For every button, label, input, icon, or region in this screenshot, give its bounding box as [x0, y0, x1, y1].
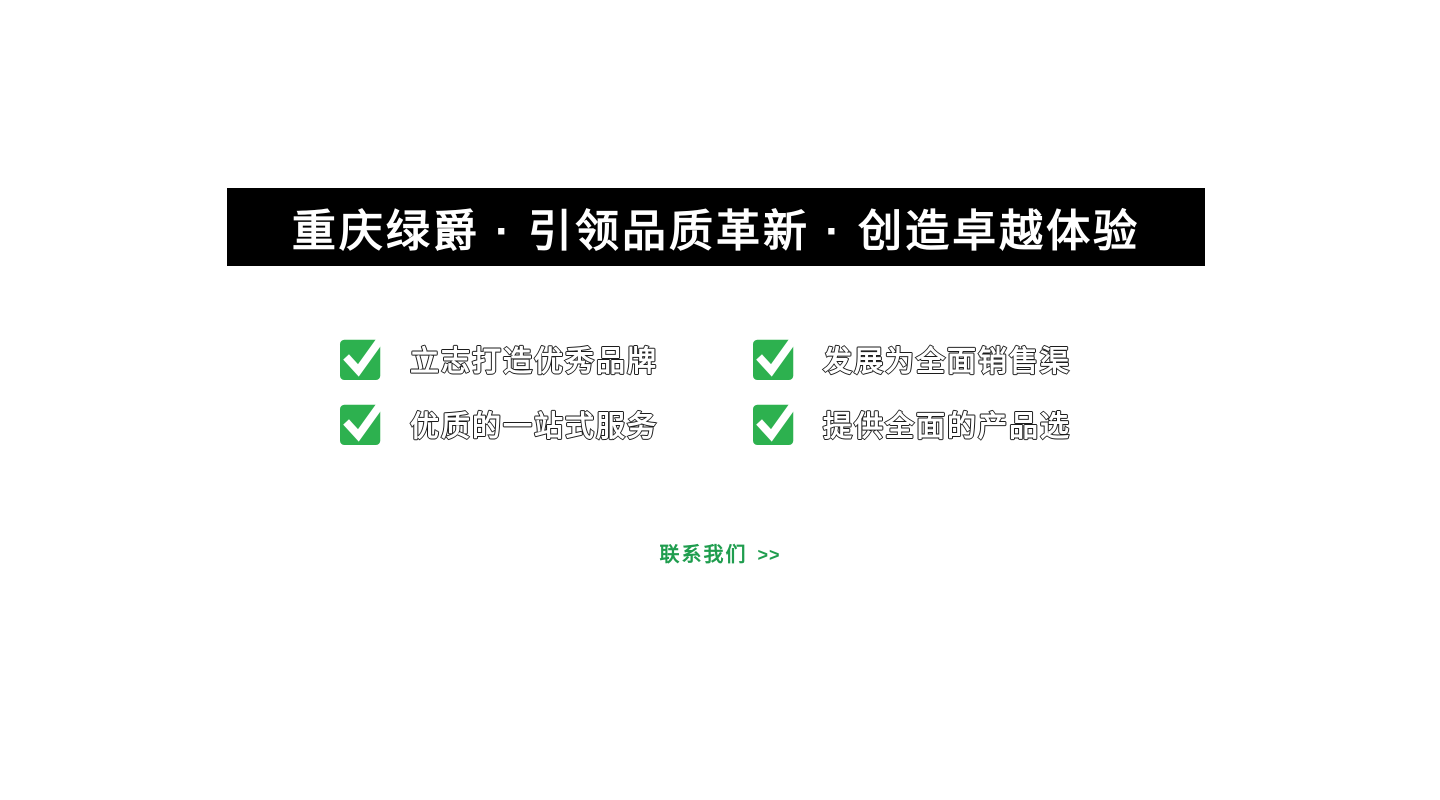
headline-banner: 重庆绿爵 · 引领品质革新 · 创造卓越体验: [227, 188, 1205, 266]
contact-link[interactable]: 联系我们 >>: [659, 538, 780, 567]
feature-item: 发展为全面销售渠: [753, 336, 1072, 380]
double-chevron-icon: >>: [757, 545, 781, 565]
feature-label: 立志打造优秀品牌: [409, 345, 659, 378]
check-icon: [340, 401, 384, 445]
feature-item: 优质的一站式服务: [340, 401, 753, 445]
contact-label: 联系我们: [659, 544, 748, 566]
feature-label: 提供全面的产品选: [822, 410, 1072, 443]
page-title: 重庆绿爵 · 引领品质革新 · 创造卓越体验: [291, 207, 1141, 256]
features-grid: 立志打造优秀品牌 发展为全面销售渠 优质的一站式服务: [340, 336, 1072, 445]
check-icon: [753, 336, 797, 380]
feature-item: 提供全面的产品选: [753, 401, 1072, 445]
check-icon: [753, 401, 797, 445]
feature-label: 优质的一站式服务: [409, 410, 659, 443]
feature-label: 发展为全面销售渠: [822, 345, 1072, 378]
check-icon: [340, 336, 384, 380]
feature-item: 立志打造优秀品牌: [340, 336, 753, 380]
